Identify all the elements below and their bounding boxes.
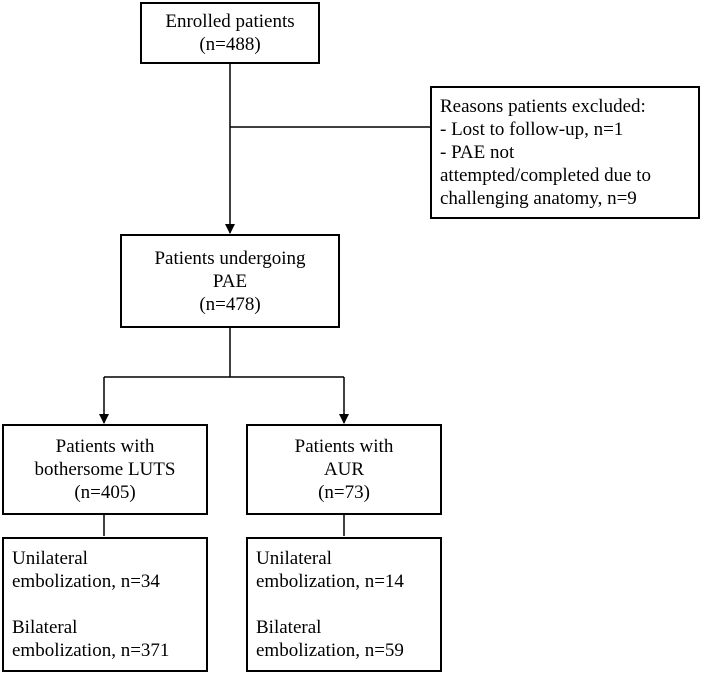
luts-patients-box: Patients with bothersome LUTS (n=405) (2, 424, 208, 515)
excluded-reasons-box: Reasons patients excluded: - Lost to fol… (430, 86, 700, 219)
aur-count: (n=73) (318, 482, 370, 503)
luts-unilateral-2: embolization, n=34 (12, 571, 160, 592)
aur-line-1: Patients with (294, 436, 394, 457)
aur-line-2: AUR (323, 459, 365, 480)
excluded-reason-pae-1: - PAE not (440, 142, 515, 163)
luts-line-2: bothersome LUTS (34, 459, 176, 480)
aur-bilateral-1: Bilateral (256, 617, 322, 638)
aur-embolization-box: Unilateral embolization, n=14 Bilateral … (246, 537, 442, 672)
aur-patients-box: Patients with AUR (n=73) (246, 424, 442, 515)
luts-line-1: Patients with (55, 436, 155, 457)
aur-bilateral-2: embolization, n=59 (256, 640, 404, 661)
enrolled-title: Enrolled patients (165, 11, 295, 32)
luts-bilateral-2: embolization, n=371 (12, 640, 170, 661)
excluded-title: Reasons patients excluded: (440, 96, 646, 117)
luts-bilateral-1: Bilateral (12, 617, 78, 638)
aur-unilateral-1: Unilateral (256, 548, 332, 569)
excluded-reason-pae-3: challenging anatomy, n=9 (440, 188, 637, 209)
luts-unilateral-1: Unilateral (12, 548, 88, 569)
pae-line-2: PAE (212, 270, 248, 292)
aur-unilateral-2: embolization, n=14 (256, 571, 404, 592)
excluded-reason-pae-2: attempted/completed due to (440, 165, 652, 186)
pae-patients-box: Patients undergoing PAE (n=478) (120, 234, 340, 328)
enrolled-count: (n=488) (199, 34, 261, 55)
spacer (12, 593, 198, 616)
pae-count: (n=478) (199, 293, 261, 315)
enrolled-patients-box: Enrolled patients (n=488) (140, 2, 320, 64)
excluded-reason-lost: - Lost to follow-up, n=1 (440, 119, 624, 140)
luts-embolization-box: Unilateral embolization, n=34 Bilateral … (2, 537, 208, 672)
pae-line-1: Patients undergoing (154, 247, 306, 269)
spacer (256, 593, 432, 616)
luts-count: (n=405) (74, 482, 136, 503)
